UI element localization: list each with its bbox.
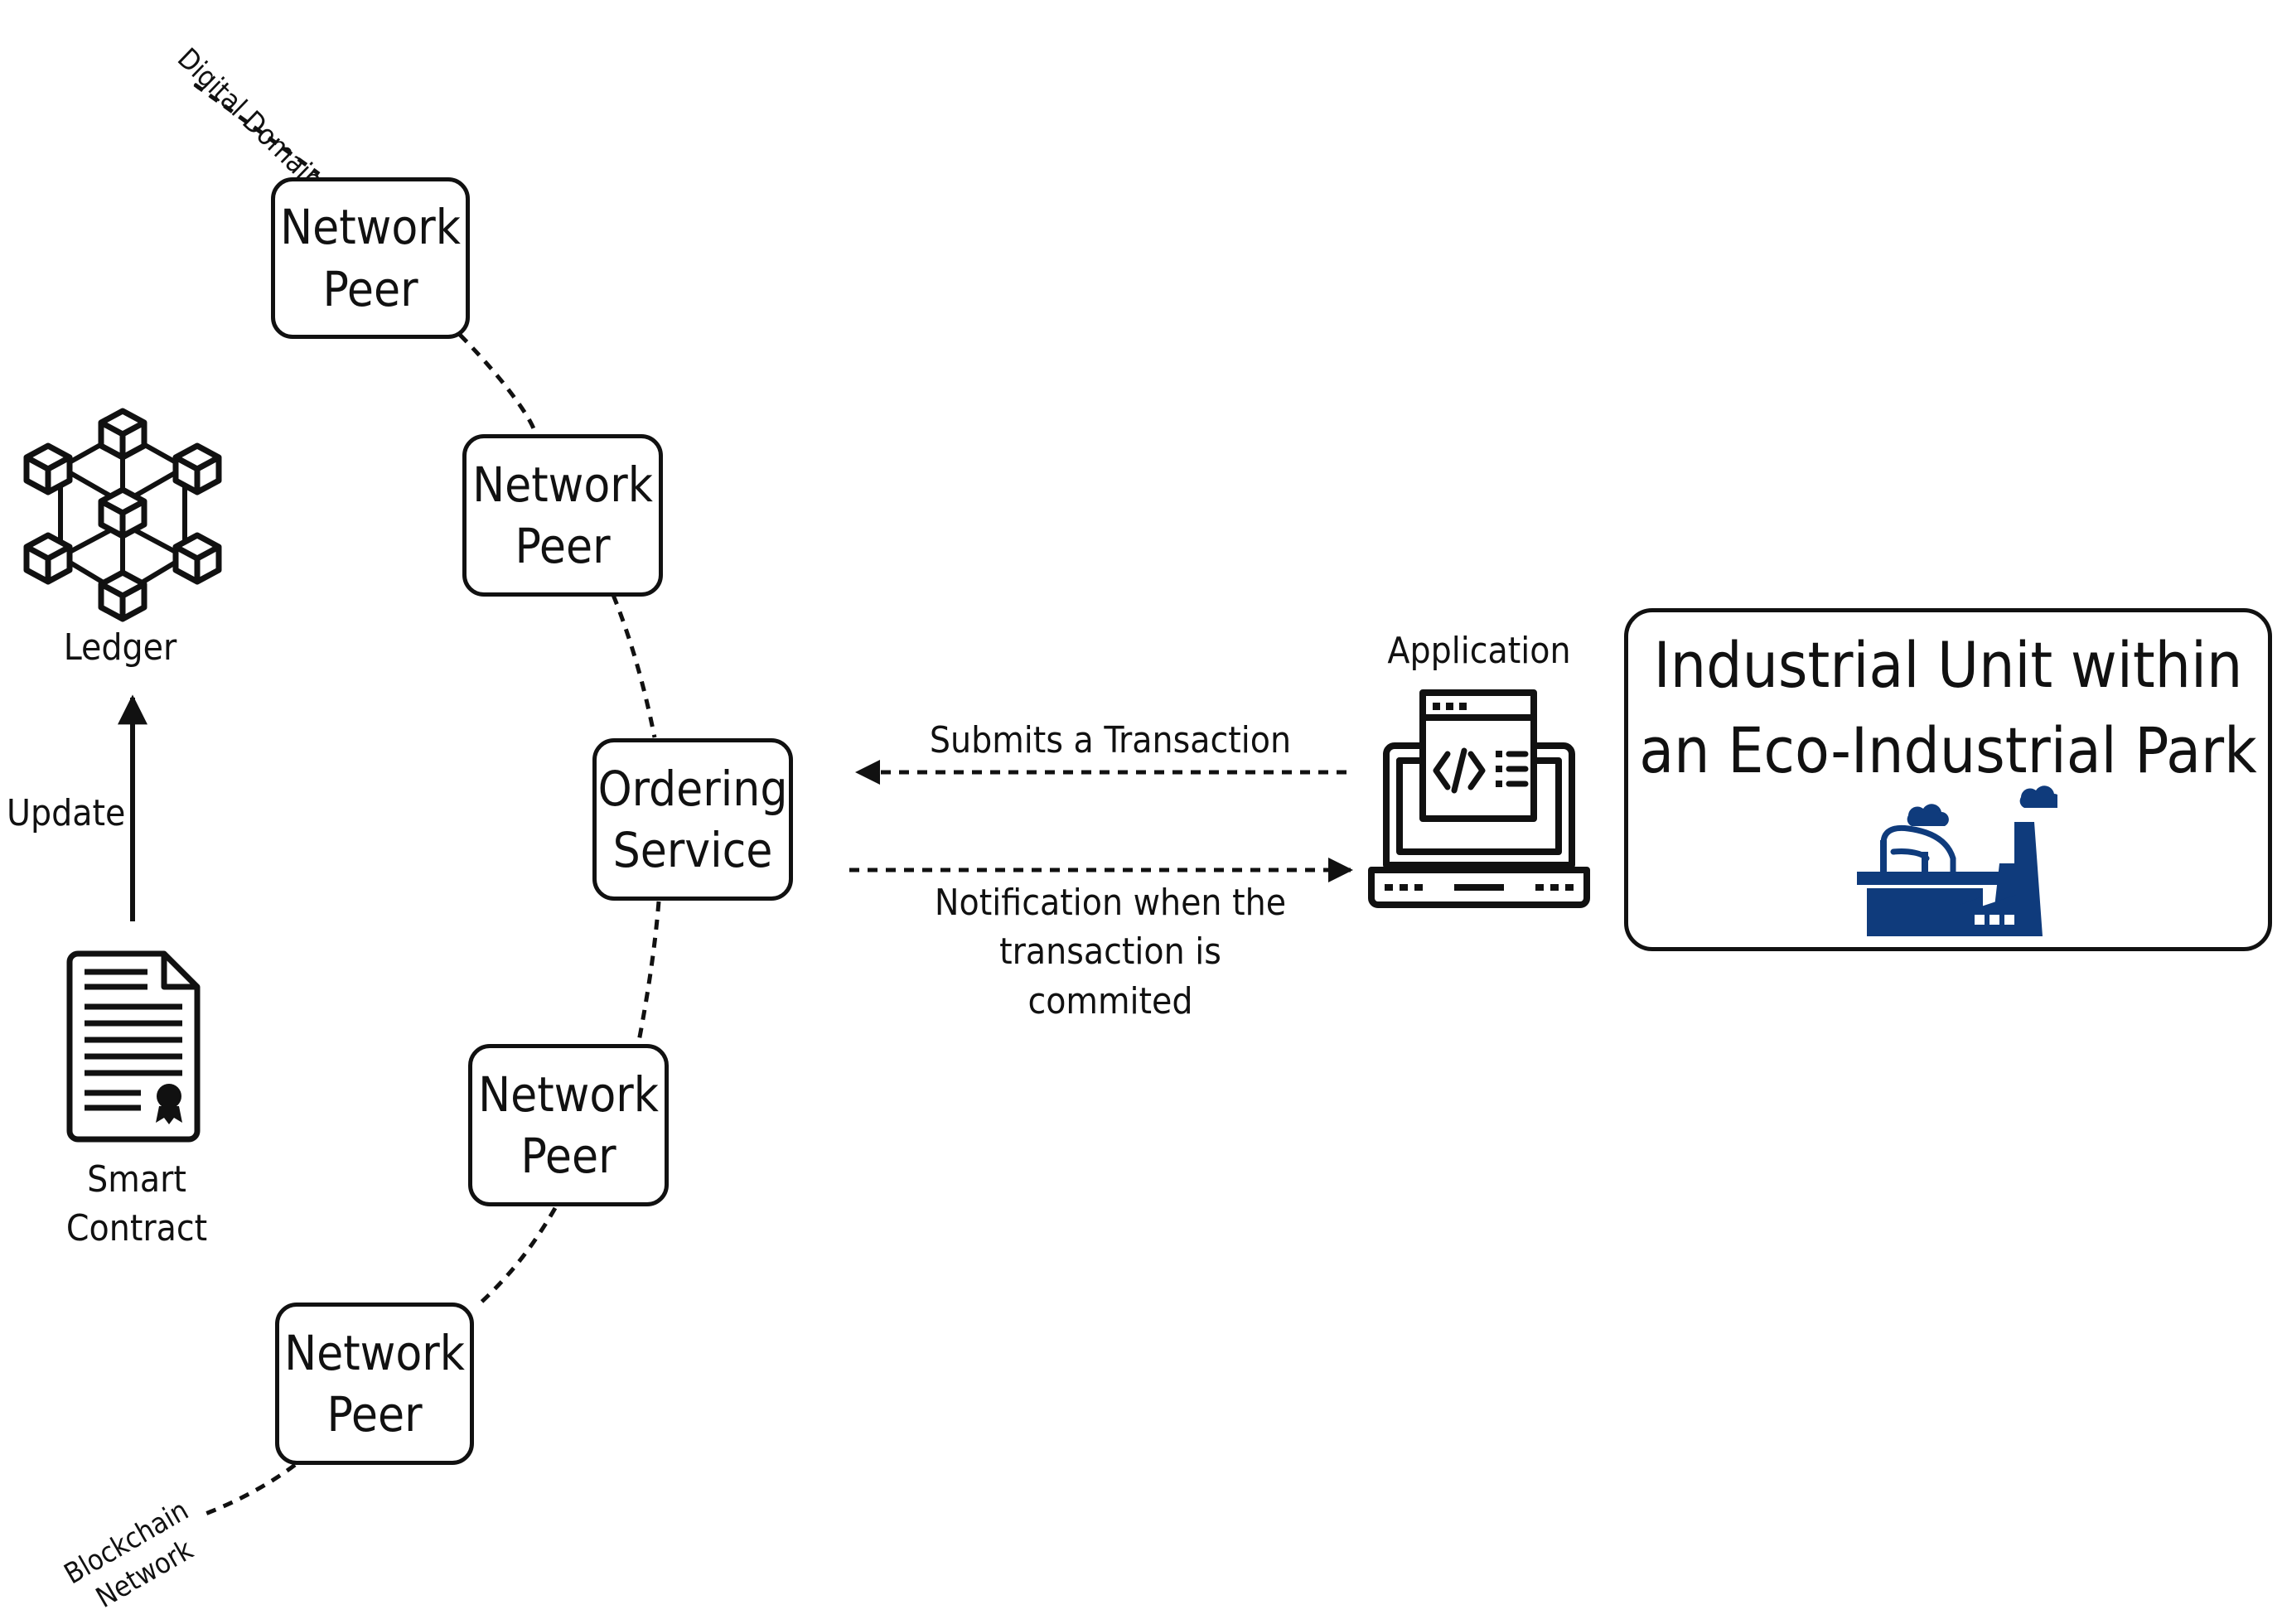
smart-contract-label: Smart Contract bbox=[65, 1158, 208, 1250]
factory-icon bbox=[1857, 785, 2057, 936]
blockchain-network-connector bbox=[198, 1462, 297, 1519]
industrial-unit-title: Industrial Unit within an Eco-Industrial… bbox=[1639, 628, 2257, 788]
digital-domain-connector bbox=[193, 82, 321, 176]
network-peer-node: Network Peer bbox=[271, 177, 470, 339]
laptop-code-icon bbox=[1368, 689, 1590, 908]
smart-contract-document-icon bbox=[66, 950, 201, 1143]
industrial-unit-box: Industrial Unit within an Eco-Industrial… bbox=[1624, 608, 2272, 951]
ledger-cubes-icon bbox=[23, 408, 222, 622]
network-arc-connector bbox=[636, 901, 661, 1046]
network-peer-node: Network Peer bbox=[468, 1044, 669, 1206]
ordering-service-node: Ordering Service bbox=[592, 738, 793, 901]
submits-transaction-label: Submits a Transaction bbox=[929, 719, 1292, 761]
network-arc-connector bbox=[611, 594, 657, 738]
update-label: Update bbox=[7, 792, 126, 834]
network-arc-connector bbox=[458, 333, 537, 437]
ledger-label: Ledger bbox=[63, 626, 177, 669]
network-peer-node: Network Peer bbox=[462, 434, 663, 597]
network-peer-node: Network Peer bbox=[275, 1303, 474, 1465]
notification-label: Notification when the transaction is com… bbox=[934, 882, 1287, 1022]
network-arc-connector bbox=[475, 1206, 558, 1308]
application-label: Application bbox=[1387, 630, 1571, 672]
